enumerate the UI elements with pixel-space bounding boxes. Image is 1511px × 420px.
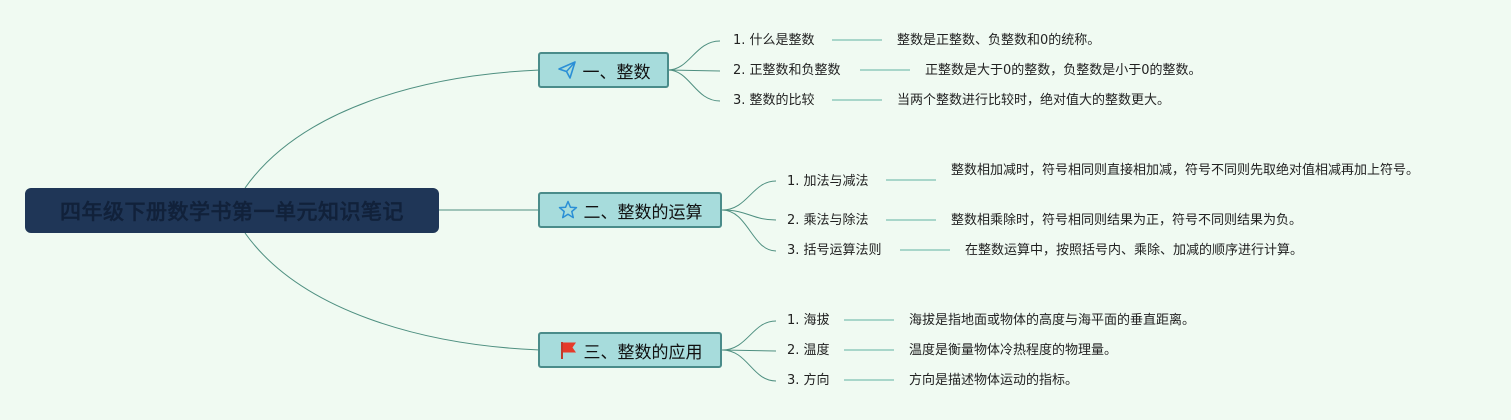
branch-integer-operations[interactable]: 二、整数的运算 <box>538 192 722 228</box>
connector-b1-item-2 <box>667 69 721 72</box>
item-integer-compare[interactable]: 3. 整数的比较 <box>733 93 815 108</box>
branch-integers[interactable]: 一、整数 <box>538 52 669 88</box>
branch-integer-applications-label: 三、整数的应用 <box>583 342 703 363</box>
item-temperature[interactable]: 2. 温度 <box>787 343 830 358</box>
desc-temperature: 温度是衡量物体冷热程度的物理量。 <box>909 343 1118 358</box>
branch-integers-label: 一、整数 <box>582 62 651 83</box>
connector-b3-item-3 <box>721 349 777 382</box>
desc-direction: 方向是描述物体运动的指标。 <box>909 373 1079 388</box>
branch-integer-operations-label: 二、整数的运算 <box>583 202 703 223</box>
connector-root-branch-1 <box>244 69 541 189</box>
connector-b3-item-1 <box>721 320 777 351</box>
item-parentheses-rule[interactable]: 3. 括号运算法则 <box>787 243 882 258</box>
root-topic[interactable]: 四年级下册数学书第一单元知识笔记 <box>25 188 439 233</box>
connector-b1-item-1 <box>667 40 721 71</box>
red-flag-icon <box>560 342 576 359</box>
item-what-is-integer[interactable]: 1. 什么是整数 <box>733 33 815 48</box>
desc-parentheses-rule: 在整数运算中，按照括号内、乘除、加减的顺序进行计算。 <box>965 243 1304 258</box>
desc-altitude: 海拔是指地面或物体的高度与海平面的垂直距离。 <box>909 313 1196 328</box>
desc-what-is-integer: 整数是正整数、负整数和0的统称。 <box>897 33 1101 48</box>
item-direction[interactable]: 3. 方向 <box>787 373 830 388</box>
branch-integer-applications[interactable]: 三、整数的应用 <box>538 332 722 368</box>
desc-integer-compare: 当两个整数进行比较时，绝对值大的整数更大。 <box>897 93 1171 108</box>
item-altitude[interactable]: 1. 海拔 <box>787 313 830 328</box>
connector-b3-item-2 <box>721 349 777 352</box>
item-positive-negative[interactable]: 2. 正整数和负整数 <box>733 63 841 78</box>
desc-multiply-divide: 整数相乘除时，符号相同则结果为正，符号不同则结果为负。 <box>951 213 1303 228</box>
connector-b1-item-3 <box>667 69 721 102</box>
connector-b2-item-3 <box>721 209 777 252</box>
desc-add-subtract: 整数相加减时，符号相同则直接相加减，符号不同则先取绝对值相减再加上符号。 <box>951 163 1420 178</box>
star-icon <box>558 200 577 219</box>
connector-b2-item-1 <box>721 180 777 211</box>
desc-positive-negative: 正整数是大于0的整数，负整数是小于0的整数。 <box>925 63 1202 78</box>
paper-plane-icon <box>557 61 576 79</box>
item-multiply-divide[interactable]: 2. 乘法与除法 <box>787 213 869 228</box>
connector-root-branch-3 <box>244 232 541 351</box>
root-topic-label: 四年级下册数学书第一单元知识笔记 <box>60 199 404 224</box>
item-add-subtract[interactable]: 1. 加法与减法 <box>787 174 869 189</box>
